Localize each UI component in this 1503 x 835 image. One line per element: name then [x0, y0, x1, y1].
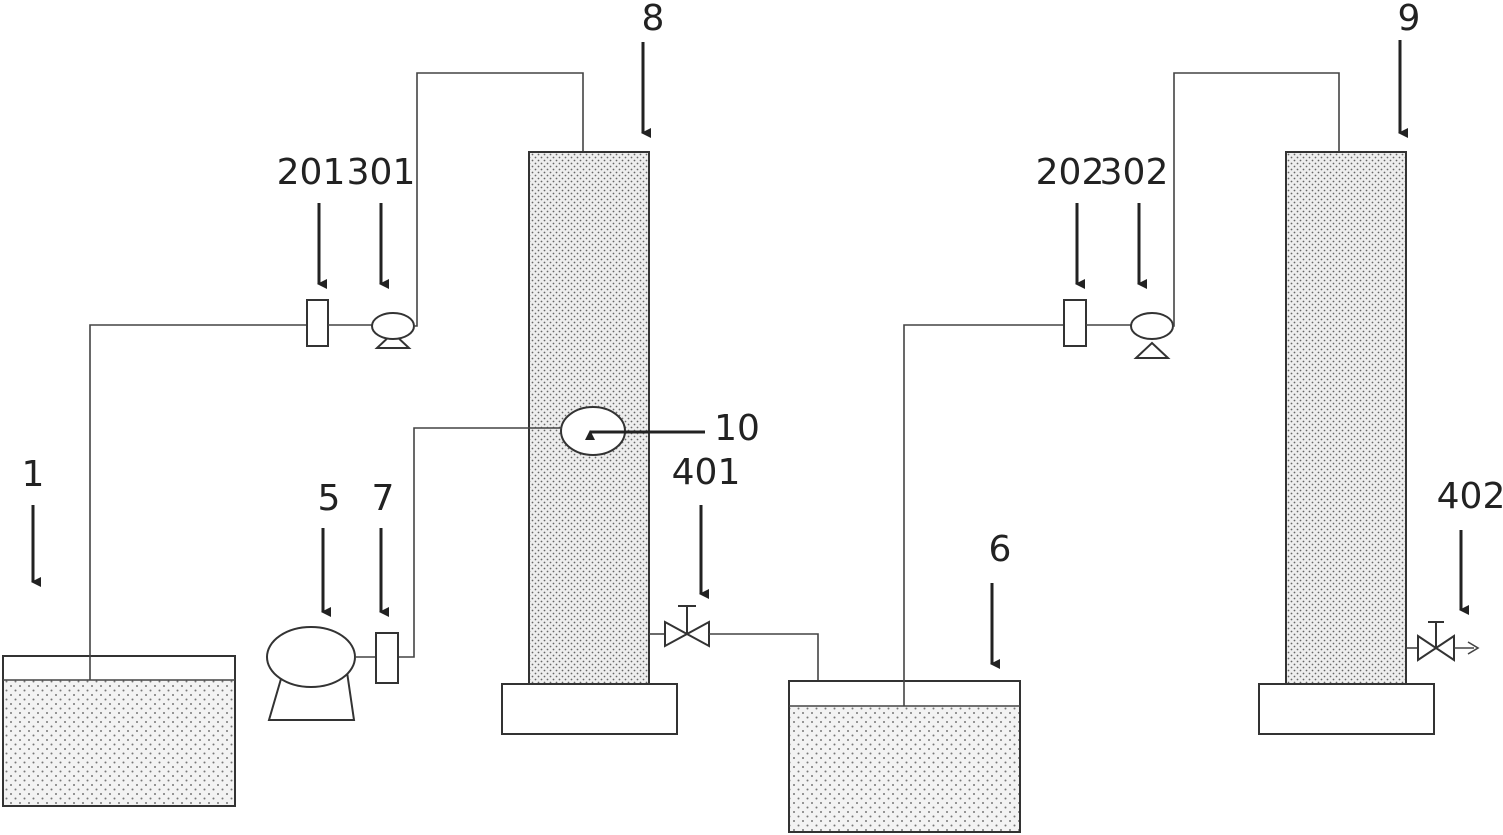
- label-202: 202: [1036, 152, 1105, 193]
- pipe-7-to-aerator: [398, 427, 562, 658]
- label-301: 301: [347, 152, 416, 193]
- filter-201: [306, 299, 329, 347]
- label-1: 1: [22, 454, 45, 495]
- pipe-tank1-to-filter201: [89, 324, 307, 680]
- label-6: 6: [989, 529, 1012, 570]
- label-401: 401: [672, 452, 741, 493]
- valve-401: [664, 605, 710, 648]
- valve-7: [375, 632, 399, 684]
- pump-301: [371, 312, 415, 349]
- label-302: 302: [1100, 152, 1169, 193]
- pipe-tank6-to-filter202: [903, 324, 1064, 706]
- label-8: 8: [642, 0, 665, 39]
- pipe-302-to-column9: [1173, 72, 1340, 327]
- tank-6: [788, 680, 1021, 833]
- label-5: 5: [318, 478, 341, 519]
- filter-202: [1063, 299, 1087, 347]
- valve-402: [1417, 621, 1455, 662]
- label-9: 9: [1398, 0, 1421, 39]
- label-7: 7: [372, 478, 395, 519]
- label-10: 10: [714, 408, 760, 449]
- label-402: 402: [1437, 476, 1503, 517]
- outlet-arrowhead: [1467, 641, 1480, 655]
- air-pump-5: [266, 626, 356, 721]
- label-201: 201: [277, 152, 346, 193]
- column-9: [1258, 151, 1435, 735]
- tank-1: [2, 655, 236, 807]
- pump-302: [1130, 312, 1174, 359]
- pipe-301-to-column8: [414, 72, 584, 327]
